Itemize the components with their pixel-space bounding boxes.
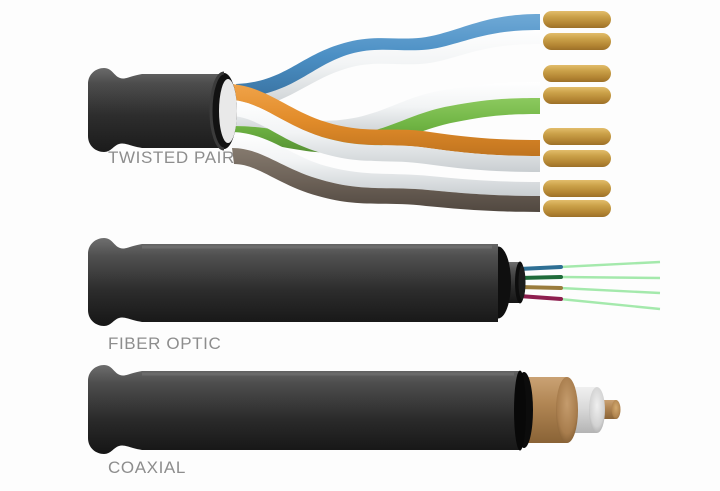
fiber-glow xyxy=(559,275,661,280)
twisted-pair-wires xyxy=(222,14,540,212)
magenta-strand xyxy=(517,294,563,301)
twisted-pair-jacket-inner xyxy=(219,79,237,143)
fiber-optic-cable xyxy=(88,238,661,326)
conductor-tip xyxy=(543,87,611,104)
blue-pair-blue-strand xyxy=(236,14,540,98)
fiber-glow xyxy=(559,297,661,311)
fiber-glow xyxy=(559,260,661,269)
twisted-pair-jacket-rim xyxy=(209,71,225,151)
conductor-tip xyxy=(543,200,611,217)
coax-shield-face xyxy=(556,377,578,443)
conductor-tip xyxy=(543,150,611,167)
conductor-tip xyxy=(543,65,611,82)
twisted-pair-conductor-tips xyxy=(543,11,611,217)
fiber-glow-strands xyxy=(559,260,661,311)
conductor-tip xyxy=(543,11,611,28)
fiber-optic-label: FIBER OPTIC xyxy=(108,334,222,353)
orange-pair-orange-strand xyxy=(222,83,540,156)
fiber-tube-core xyxy=(518,265,526,300)
fiber-strands xyxy=(517,265,563,301)
coax-braided-shield xyxy=(524,377,567,443)
conductor-tip xyxy=(543,128,611,145)
twisted-pair-cable xyxy=(88,11,611,217)
green-strand xyxy=(517,275,563,280)
tan-strand xyxy=(517,285,563,290)
fiber-optic-jacket xyxy=(88,238,498,326)
conductor-tip xyxy=(543,33,611,50)
fiber-glow xyxy=(559,286,661,295)
conductor-tip xyxy=(543,180,611,197)
twisted-pair-label: TWISTED PAIR xyxy=(108,148,235,167)
coaxial-jacket xyxy=(88,365,520,454)
coaxial-label: COAXIAL xyxy=(108,458,186,477)
orange-pair-white-strand xyxy=(224,99,540,172)
blue-pair-white-strand xyxy=(232,28,540,110)
coax-jacket-rim xyxy=(514,370,526,451)
coaxial-cable xyxy=(88,365,621,454)
brown-pair-brown-strand xyxy=(232,148,540,212)
coax-center-conductor-face xyxy=(611,400,621,419)
coax-dielectric-face xyxy=(589,387,605,433)
brown-pair-white-strand xyxy=(230,132,540,196)
twisted-pair-jacket xyxy=(88,68,225,152)
blue-strand xyxy=(517,265,563,271)
